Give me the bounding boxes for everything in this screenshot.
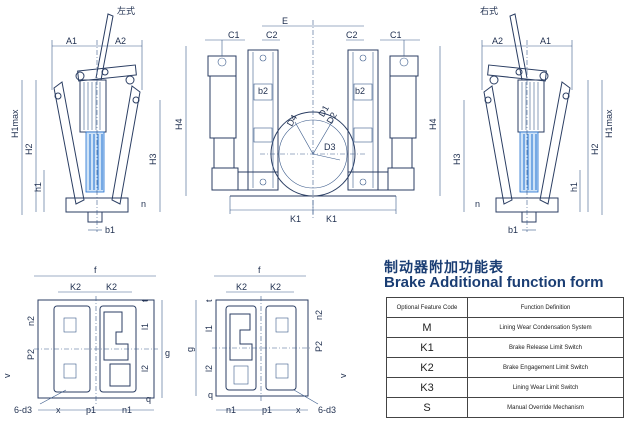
- dim-g-left: g: [165, 348, 170, 358]
- dim-H3-left: H3: [148, 153, 158, 165]
- row-definition: Lining Wear Limit Switch: [467, 377, 624, 398]
- dim-K1-left: K1: [290, 214, 301, 224]
- dim-p1-left: p1: [86, 405, 96, 415]
- row-definition: Manual Override Mechanism: [467, 397, 624, 418]
- dim-A2-right: A2: [492, 36, 503, 46]
- plan-view-right: f K2 K2 t l1 l2 g n2 P2 v q n1 p1 x 6-d3: [185, 265, 348, 415]
- right-side-view: 右式 A2 A1 H1max H2 H3 h1: [452, 5, 614, 235]
- dim-f-left: f: [94, 265, 97, 275]
- row-code: S: [386, 397, 468, 418]
- right-view-title: 右式: [480, 5, 498, 16]
- dim-K2-left-b: K2: [106, 282, 117, 292]
- dim-t-right: t: [204, 299, 214, 302]
- dim-b1-left: b1: [105, 225, 115, 235]
- dim-t-left: t: [140, 299, 150, 302]
- dim-v-right: v: [338, 373, 348, 378]
- dim-H2-right: H2: [590, 143, 600, 155]
- dim-P2-left: P2: [26, 349, 36, 360]
- dim-D1: D1: [317, 103, 331, 118]
- plan-view-left: f K2 K2 n2 P2 v t l1 l2 g q x p1 n1 6-d3: [2, 265, 170, 415]
- dim-p1-right: p1: [262, 405, 272, 415]
- row-code: K3: [386, 377, 468, 398]
- table-row: S Manual Override Mechanism: [386, 397, 624, 418]
- dim-C2-right: C2: [346, 30, 358, 40]
- dim-K2-right-b: K2: [270, 282, 281, 292]
- dim-P2-right: P2: [314, 341, 324, 352]
- dim-6-d3-left: 6-d3: [14, 405, 32, 415]
- dim-h1-right: h1: [569, 182, 579, 192]
- dim-6-d3-right: 6-d3: [318, 405, 336, 415]
- dim-l2-right: l2: [204, 365, 214, 372]
- dim-q-left: q: [146, 394, 151, 404]
- row-code: K2: [386, 357, 468, 378]
- table-row: M Lining Wear Condensation System: [386, 317, 624, 338]
- dim-b1-right: b1: [508, 225, 518, 235]
- row-code: M: [386, 317, 468, 338]
- row-definition: Lining Wear Condensation System: [467, 317, 624, 338]
- dim-l1-left: l1: [140, 323, 150, 330]
- table-row: K1 Brake Release Limit Switch: [386, 337, 624, 358]
- table-header-row: Optional Feature Code Function Definitio…: [386, 297, 624, 318]
- row-definition: Brake Release Limit Switch: [467, 337, 624, 358]
- dim-D3: D3: [324, 142, 336, 152]
- function-table: Optional Feature Code Function Definitio…: [386, 297, 624, 418]
- dim-n-right: n: [475, 199, 480, 209]
- dim-l1-right: l1: [204, 325, 214, 332]
- left-side-view: 左式 A1 A2: [10, 5, 161, 235]
- header-code: Optional Feature Code: [386, 297, 468, 318]
- dim-n-left: n: [141, 199, 146, 209]
- dim-b2-left: b2: [258, 86, 268, 96]
- dim-K2-left-a: K2: [70, 282, 81, 292]
- dim-H2-left: H2: [24, 143, 34, 155]
- dim-n2-left: n2: [26, 316, 36, 326]
- table-title-en: Brake Additional function form: [384, 274, 604, 291]
- dim-n2-right: n2: [314, 310, 324, 320]
- table-row: K3 Lining Wear Limit Switch: [386, 377, 624, 398]
- dim-H3-right: H3: [452, 153, 462, 165]
- dim-n1-right: n1: [226, 405, 236, 415]
- dim-H1max-left: H1max: [10, 109, 20, 138]
- dim-A1-left: A1: [66, 36, 77, 46]
- dim-D4: D4: [285, 113, 299, 128]
- dim-b2-right: b2: [355, 86, 365, 96]
- dim-n1-left: n1: [122, 405, 132, 415]
- dim-D2: D2: [325, 110, 339, 125]
- dim-x-right: x: [296, 405, 301, 415]
- dim-C1-right: C1: [390, 30, 402, 40]
- dim-h1-left: h1: [33, 182, 43, 192]
- table-row: K2 Brake Engagement Limit Switch: [386, 357, 624, 378]
- front-view: D4 D1 D2 D3: [174, 16, 441, 224]
- dim-E: E: [282, 16, 288, 26]
- header-definition: Function Definition: [467, 297, 624, 318]
- row-definition: Brake Engagement Limit Switch: [467, 357, 624, 378]
- dim-q-right: q: [208, 390, 213, 400]
- dim-K1-right: K1: [326, 214, 337, 224]
- dim-x-left: x: [56, 405, 61, 415]
- dim-v-left: v: [2, 373, 12, 378]
- dim-f-right: f: [258, 265, 261, 275]
- dim-K2-right-a: K2: [236, 282, 247, 292]
- dim-C2-left: C2: [266, 30, 278, 40]
- dim-A1-right: A1: [540, 36, 551, 46]
- table-title-cn: 制动器附加功能表: [384, 259, 504, 275]
- row-code: K1: [386, 337, 468, 358]
- dim-H4-left: H4: [174, 118, 184, 130]
- dim-H1max-right: H1max: [604, 109, 614, 138]
- dim-A2-left: A2: [115, 36, 126, 46]
- dim-H4-right: H4: [428, 118, 438, 130]
- left-view-title: 左式: [117, 5, 135, 16]
- dim-C1-left: C1: [228, 30, 240, 40]
- dim-l2-left: l2: [140, 365, 150, 372]
- dim-g-right: g: [185, 347, 195, 352]
